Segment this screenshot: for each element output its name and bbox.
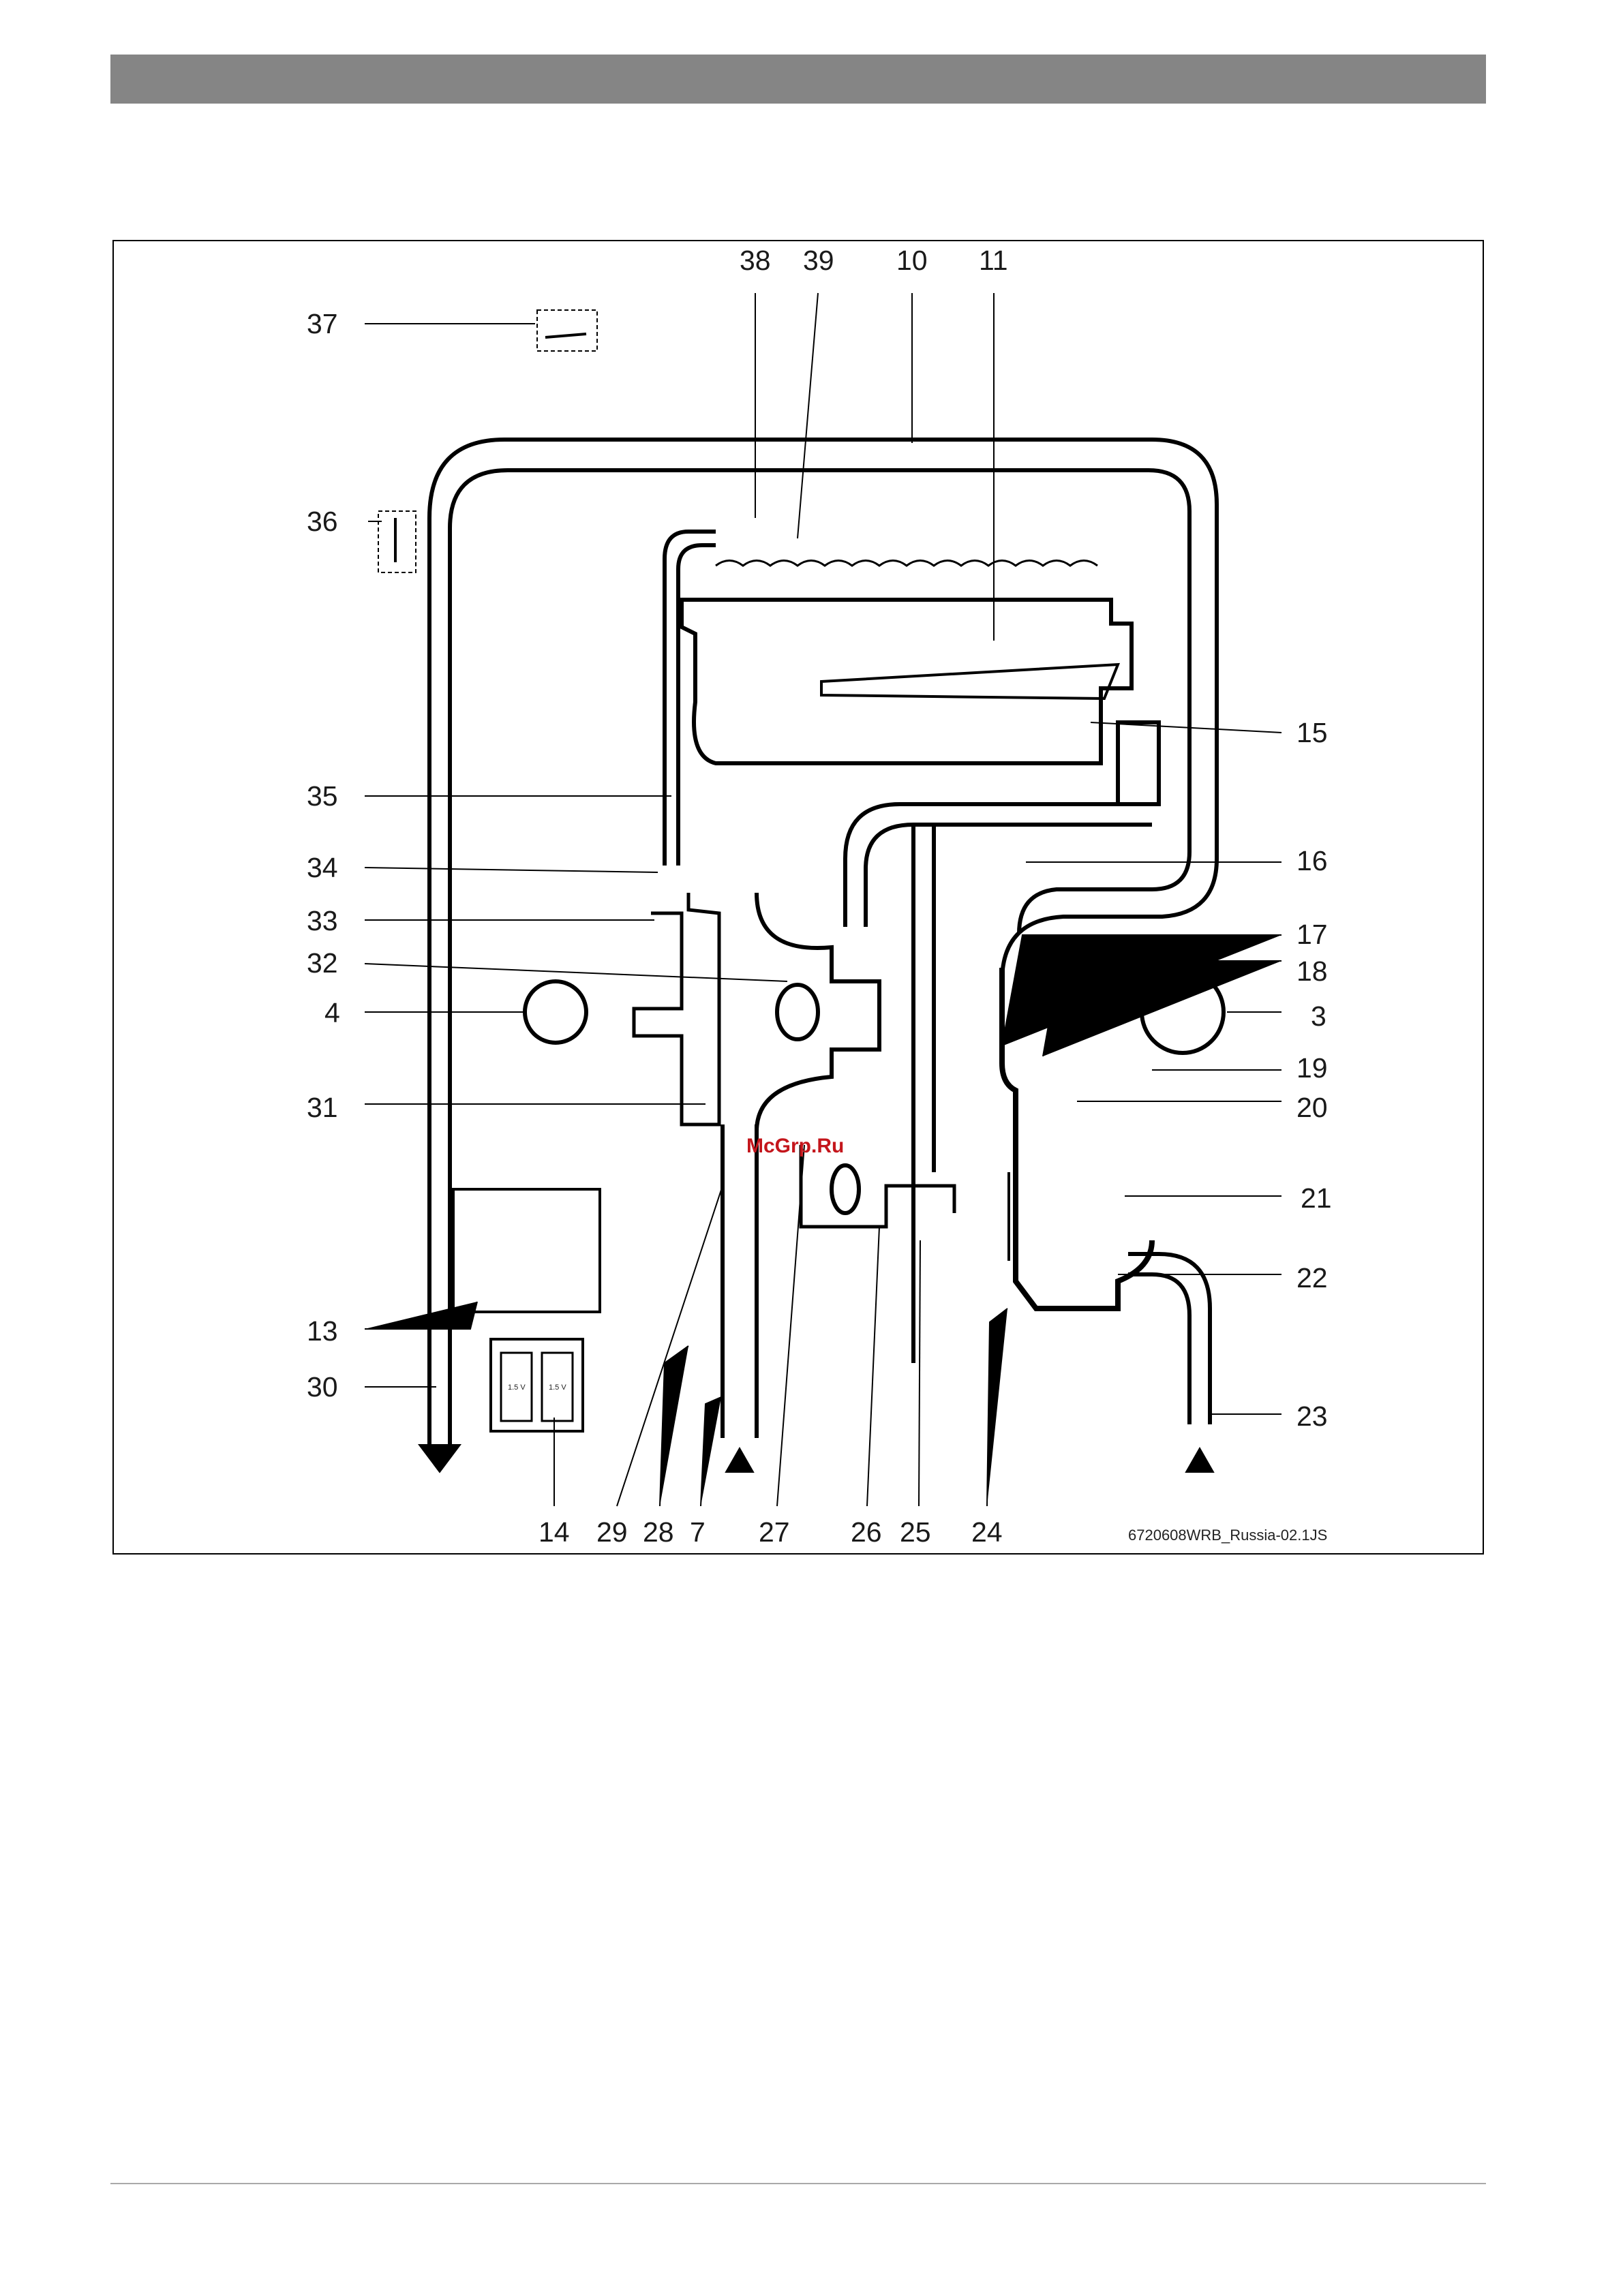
callout-28: 28 xyxy=(643,1518,674,1546)
gas-main-pipe-right xyxy=(866,825,1152,927)
leader-line-39 xyxy=(798,293,818,538)
callout-3: 3 xyxy=(1311,1002,1326,1030)
leader-line-18 xyxy=(1043,961,1281,1056)
watermark: McGrp.Ru xyxy=(746,1135,844,1158)
switch-37-contact xyxy=(545,334,586,337)
leader-line-7 xyxy=(701,1397,721,1506)
callout-14: 14 xyxy=(539,1518,570,1546)
callout-23: 23 xyxy=(1296,1403,1328,1430)
leader-line-27 xyxy=(777,1145,804,1506)
flue-pipe-right xyxy=(678,545,716,866)
footer-rule xyxy=(110,2183,1486,2184)
knob-4 xyxy=(525,981,586,1043)
callout-20: 20 xyxy=(1296,1094,1328,1122)
switch-37 xyxy=(537,310,597,351)
callout-15: 15 xyxy=(1296,719,1328,747)
leader-line-25 xyxy=(919,1240,920,1506)
leader-line-28 xyxy=(660,1346,688,1506)
flame-line xyxy=(716,561,1097,566)
callout-19: 19 xyxy=(1296,1054,1328,1082)
leader-line-34 xyxy=(365,868,658,872)
callout-35: 35 xyxy=(307,782,338,810)
switch-36 xyxy=(378,511,416,572)
callout-29: 29 xyxy=(596,1518,628,1546)
figure-code: 6720608WRB_Russia-02.1JS xyxy=(1128,1527,1327,1544)
callout-4: 4 xyxy=(324,999,340,1027)
callout-25: 25 xyxy=(900,1518,931,1546)
callout-33: 33 xyxy=(307,907,338,935)
battery-label-right: 1.5 V xyxy=(549,1383,566,1392)
burner-bar xyxy=(821,664,1118,699)
callout-7: 7 xyxy=(690,1518,706,1546)
callout-38: 38 xyxy=(740,247,771,275)
inner-gas-duct xyxy=(913,825,934,1363)
outlet-arrow xyxy=(419,1445,460,1472)
callout-22: 22 xyxy=(1296,1264,1328,1292)
callout-21: 21 xyxy=(1301,1184,1332,1212)
callout-31: 31 xyxy=(307,1094,338,1122)
diaphragm-head-32 xyxy=(777,985,818,1039)
callout-36: 36 xyxy=(307,508,338,536)
inlet-arrow-23 xyxy=(1186,1448,1213,1472)
callout-10: 10 xyxy=(896,247,928,275)
leader-line-13 xyxy=(365,1302,477,1329)
callout-27: 27 xyxy=(759,1518,790,1546)
diaphragm-head-27 xyxy=(832,1165,859,1213)
callout-26: 26 xyxy=(851,1518,882,1546)
callout-18: 18 xyxy=(1296,958,1328,985)
water-inlet-pipe xyxy=(723,1124,757,1438)
burner-chamber xyxy=(682,600,1132,763)
callout-39: 39 xyxy=(803,247,834,275)
control-unit-box xyxy=(453,1189,600,1312)
callout-13: 13 xyxy=(307,1317,338,1345)
callout-16: 16 xyxy=(1296,847,1328,875)
callout-24: 24 xyxy=(971,1518,1003,1546)
valve-body xyxy=(634,893,719,1124)
callout-30: 30 xyxy=(307,1373,338,1401)
inlet-arrow-7 xyxy=(726,1448,753,1472)
leader-line-24 xyxy=(987,1308,1007,1506)
battery-label-left: 1.5 V xyxy=(508,1383,526,1392)
cold-water-inlet-inner xyxy=(1128,1274,1189,1424)
callout-17: 17 xyxy=(1296,921,1328,949)
callout-37: 37 xyxy=(307,310,338,338)
flue-pipe-left xyxy=(665,532,716,866)
callout-32: 32 xyxy=(307,949,338,977)
callout-11: 11 xyxy=(979,247,1008,275)
cold-water-inlet-outer xyxy=(1128,1254,1210,1424)
callout-34: 34 xyxy=(307,854,338,882)
leader-line-26 xyxy=(867,1227,879,1506)
